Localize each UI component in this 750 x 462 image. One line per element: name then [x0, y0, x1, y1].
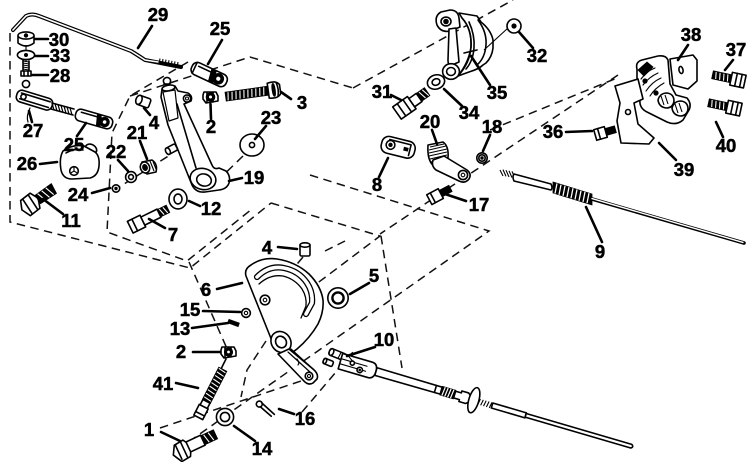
svg-text:26: 26	[17, 153, 38, 174]
svg-text:8: 8	[372, 174, 382, 195]
svg-text:25: 25	[210, 18, 231, 39]
svg-text:35: 35	[487, 82, 508, 103]
svg-text:41: 41	[153, 373, 174, 394]
svg-text:27: 27	[23, 120, 44, 141]
svg-text:14: 14	[252, 438, 273, 459]
svg-text:13: 13	[170, 318, 191, 339]
svg-text:39: 39	[674, 159, 695, 180]
svg-text:10: 10	[374, 329, 395, 350]
svg-text:4: 4	[262, 237, 273, 258]
svg-text:6: 6	[201, 279, 211, 300]
svg-text:7: 7	[168, 224, 178, 245]
svg-text:4: 4	[149, 112, 160, 133]
svg-text:12: 12	[201, 198, 222, 219]
svg-text:36: 36	[543, 121, 564, 142]
svg-text:19: 19	[244, 167, 265, 188]
svg-text:21: 21	[127, 122, 148, 143]
svg-text:3: 3	[297, 92, 307, 113]
svg-text:24: 24	[68, 184, 89, 205]
svg-text:38: 38	[681, 24, 702, 45]
svg-text:30: 30	[49, 29, 70, 50]
svg-text:33: 33	[50, 45, 71, 66]
svg-text:23: 23	[261, 107, 282, 128]
svg-text:22: 22	[106, 141, 127, 162]
svg-text:15: 15	[180, 299, 201, 320]
svg-text:37: 37	[726, 39, 747, 60]
svg-text:40: 40	[716, 135, 737, 156]
svg-text:16: 16	[295, 408, 316, 429]
svg-text:1: 1	[144, 419, 154, 440]
svg-text:9: 9	[595, 241, 605, 262]
svg-text:25: 25	[64, 134, 85, 155]
svg-text:31: 31	[372, 81, 393, 102]
svg-text:34: 34	[459, 102, 480, 123]
svg-text:18: 18	[482, 116, 503, 137]
svg-text:28: 28	[50, 65, 71, 86]
svg-text:29: 29	[148, 4, 169, 25]
svg-text:11: 11	[61, 210, 81, 231]
svg-text:17: 17	[469, 194, 490, 215]
svg-text:32: 32	[527, 45, 548, 66]
svg-text:5: 5	[369, 265, 379, 286]
svg-text:2: 2	[206, 116, 216, 137]
svg-text:20: 20	[420, 111, 441, 132]
svg-text:2: 2	[176, 341, 186, 362]
